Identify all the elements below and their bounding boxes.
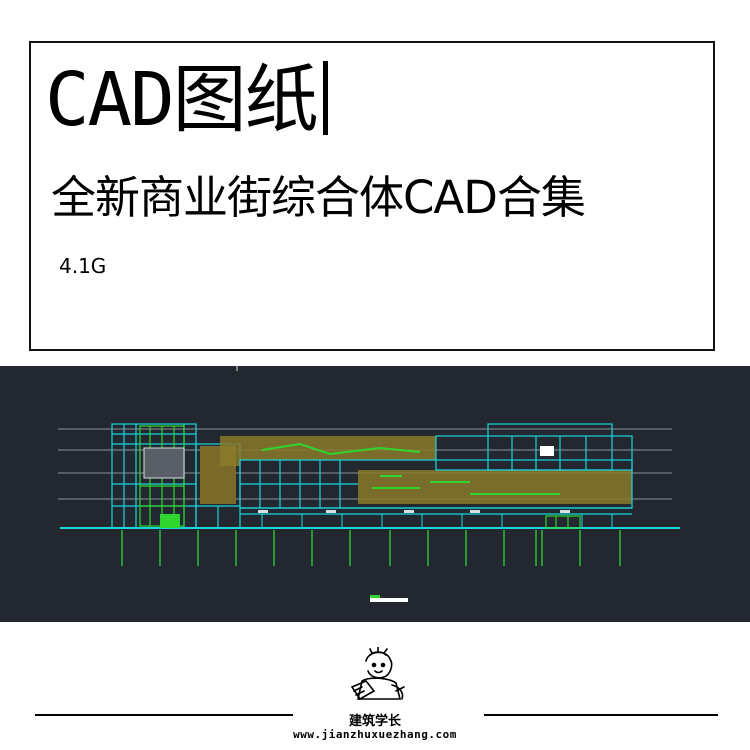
- page-title: CAD图纸: [45, 57, 328, 143]
- page-subtitle: 全新商业街综合体CAD合集: [51, 171, 586, 224]
- cad-elevation-drawing: [0, 366, 750, 622]
- brand-logo-icon: [344, 646, 414, 709]
- brand-url-link[interactable]: www.jianzhuxuezhang.com: [293, 728, 457, 741]
- file-size-label: 4.1G: [59, 254, 107, 278]
- brand-name: 建筑学长: [348, 714, 401, 729]
- footer-divider-left: [35, 714, 293, 716]
- cad-elevation-svg: [58, 366, 680, 602]
- text-cursor-icon: [322, 61, 328, 135]
- header-box: CAD图纸 全新商业街综合体CAD合集 4.1G: [29, 41, 715, 351]
- footer-divider-right: [484, 714, 718, 716]
